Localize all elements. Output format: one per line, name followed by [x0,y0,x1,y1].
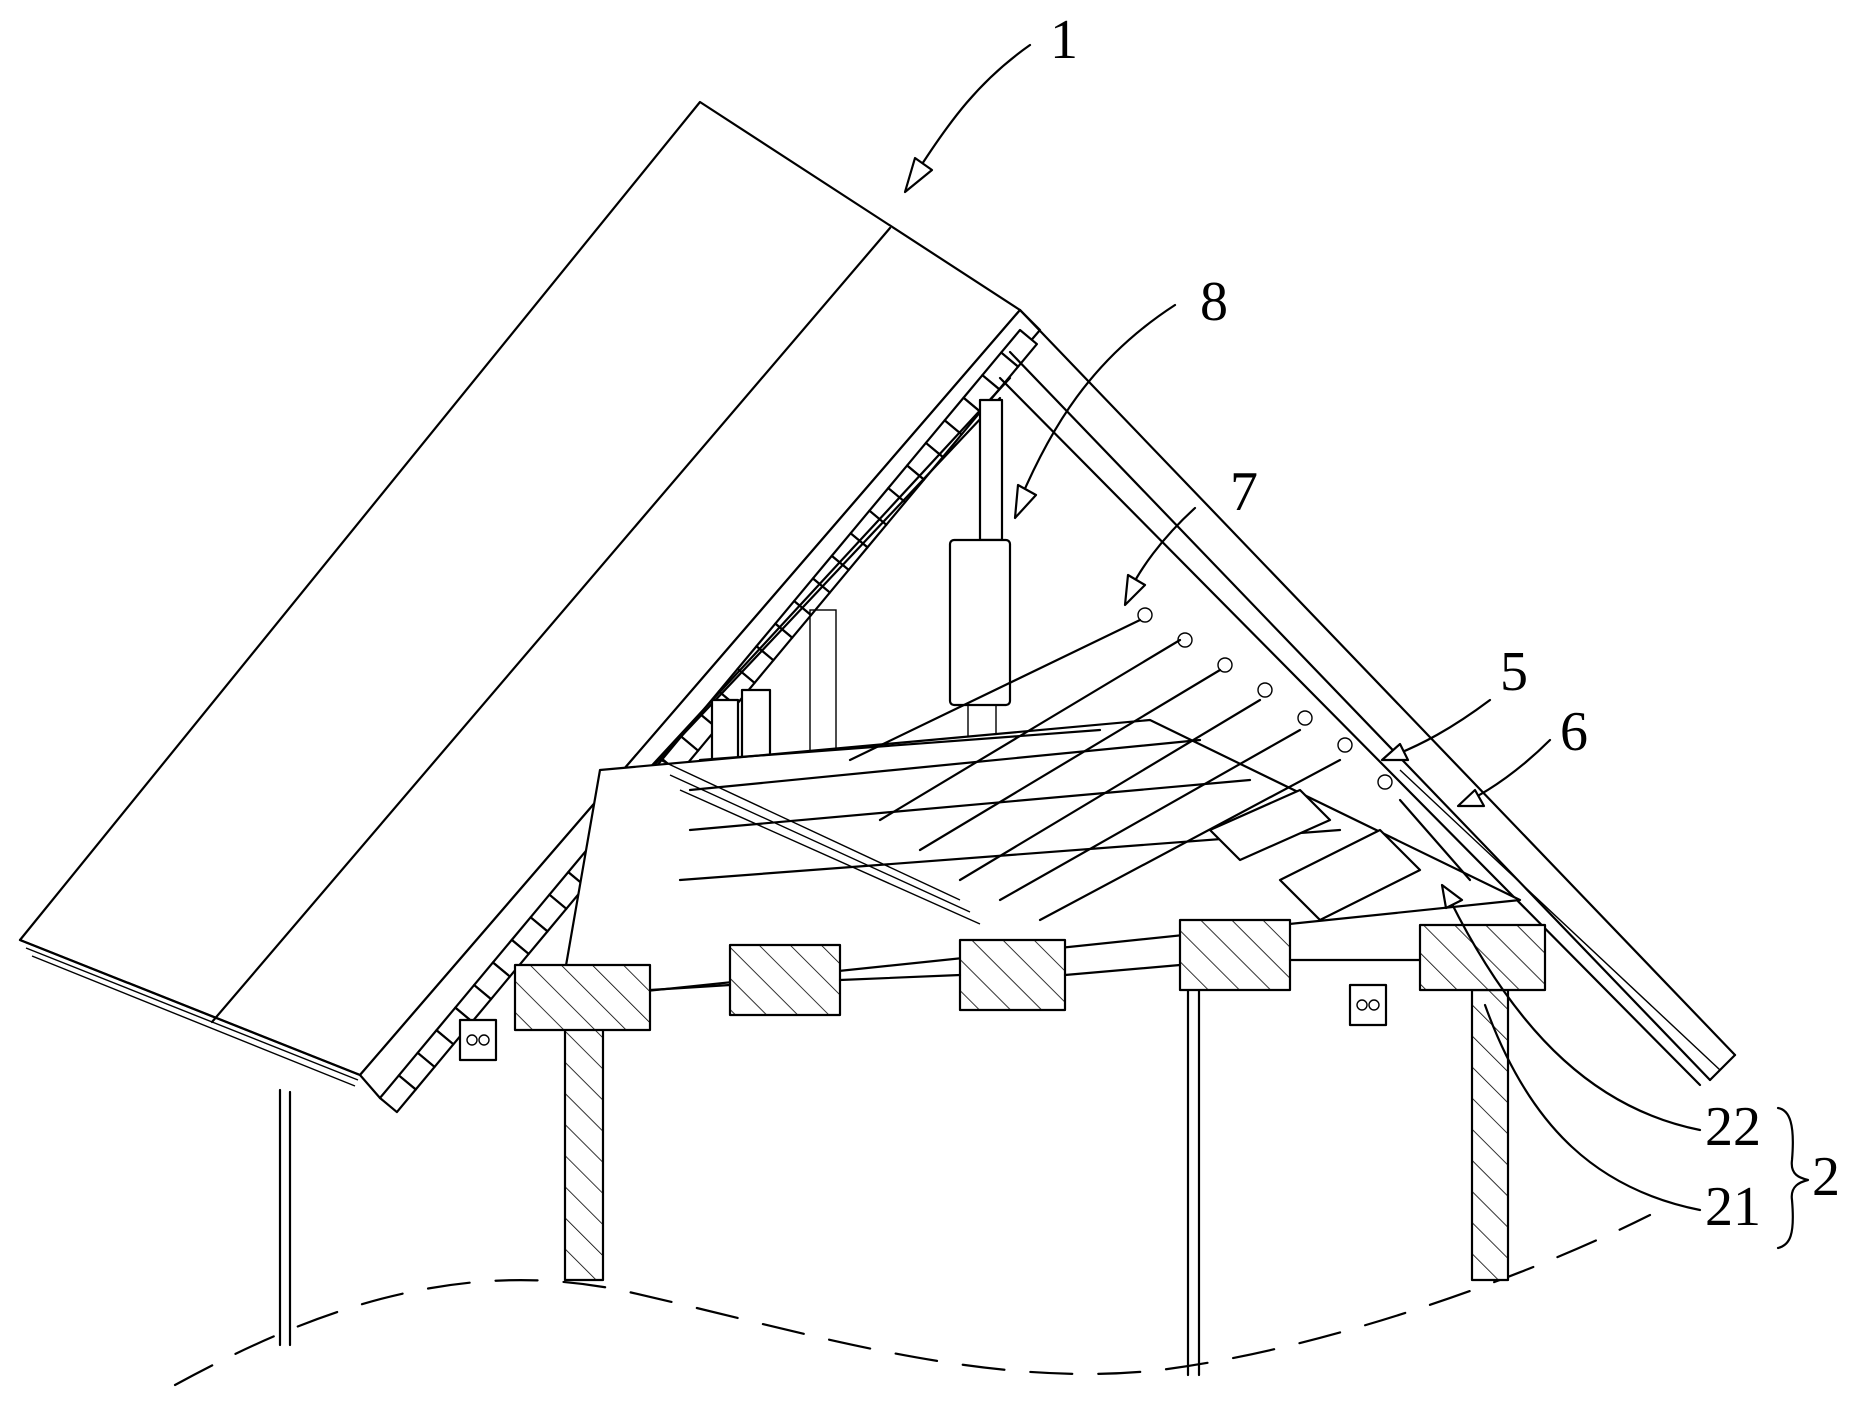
pull-rods [659,618,1342,925]
rafter-block [378,1074,417,1114]
brackets [458,983,1388,1062]
label-5: 5 [1500,641,1528,703]
right-roof-slope [998,308,1737,1087]
beam-blocks [513,918,1547,1032]
label-8: 8 [1200,271,1228,333]
label-22: 22 [1705,1096,1761,1158]
reference-labels: 1 8 7 5 6 22 21 2 [1050,9,1840,1238]
label-1: 1 [1050,9,1078,71]
label-2: 2 [1812,1146,1840,1208]
trough-boxes [1208,788,1472,922]
truss-slope [608,376,1012,814]
label-21: 21 [1705,1176,1761,1238]
ground-line [173,1213,1652,1387]
leader-lines [903,43,1810,1250]
support-columns [278,973,1510,1377]
label-6: 6 [1560,701,1588,763]
hinge-clips [1137,607,1393,790]
label-7: 7 [1230,461,1258,523]
